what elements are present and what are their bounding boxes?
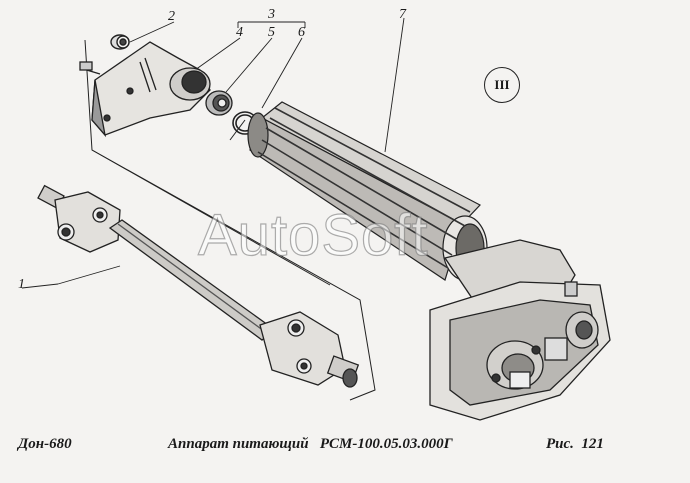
view-marker: III — [484, 67, 520, 103]
callout-5: 5 — [268, 25, 275, 40]
part-5-bearing — [205, 90, 233, 116]
watermark: AutoSoft — [197, 203, 429, 268]
callout-2: 2 — [168, 9, 175, 24]
callout-1: 1 — [18, 277, 25, 292]
callout-3: 3 — [268, 7, 275, 22]
caption-figure: Рис. 121 — [546, 436, 604, 452]
leader-lines — [21, 17, 405, 289]
caption-title: Аппарат питающий РСМ-100.05.03.000Г — [168, 436, 453, 452]
gearbox-assembly — [429, 239, 611, 421]
callout-4: 4 — [236, 25, 243, 40]
caption-code: Дон-680 — [18, 436, 72, 452]
part-2-bushing — [110, 34, 130, 50]
part-4-flange-housing — [79, 41, 211, 138]
callout-6: 6 — [298, 25, 305, 40]
part-7-feed-drum — [247, 101, 488, 281]
callout-7: 7 — [399, 7, 406, 22]
part-1-cardan-shaft — [37, 184, 360, 388]
alignment-lines — [84, 39, 376, 401]
